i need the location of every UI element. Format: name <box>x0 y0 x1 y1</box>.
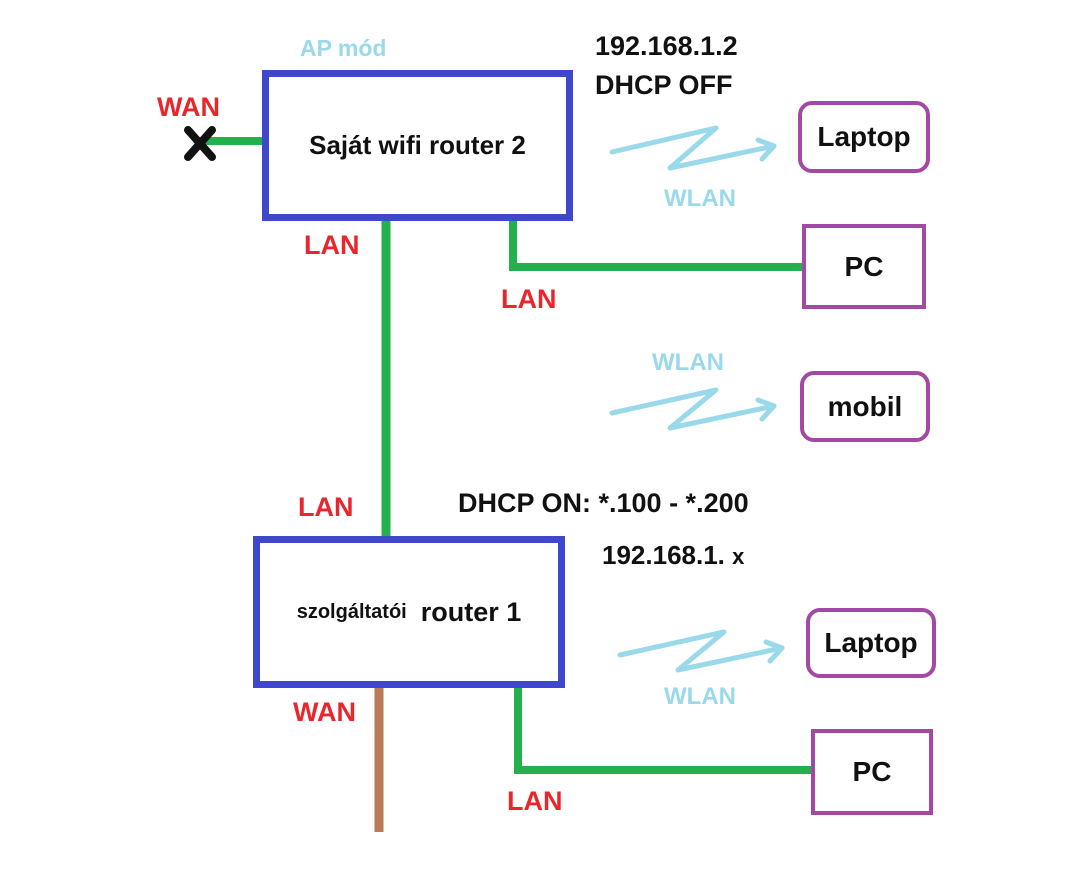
router1-ip-suffix: x <box>732 544 745 569</box>
router2-wlan-label: WLAN <box>664 185 736 212</box>
router1-laptop-node: Laptop <box>806 608 936 678</box>
router1-wlan-label: WLAN <box>664 683 736 710</box>
router1-pc-label: PC <box>852 756 892 787</box>
router1-box: szolgáltatói router 1 <box>253 536 565 688</box>
router1-pc-node: PC <box>811 729 933 815</box>
router1-lan-label-pc: LAN <box>507 786 563 816</box>
router1-pc-lan-cable <box>514 686 813 774</box>
wlan-signal-icon-router2 <box>609 125 777 171</box>
router2-wan-label: WAN <box>157 92 220 122</box>
router2-pc-node: PC <box>802 224 926 309</box>
router1-ip: 192.168.1. x <box>602 542 744 568</box>
router1-title-prefix: szolgáltatói <box>296 600 407 623</box>
mobil-wlan-label: WLAN <box>652 349 724 376</box>
router1-title-main: router 1 <box>420 596 522 627</box>
router2-pc-label: PC <box>844 250 884 282</box>
wlan-signal-icon-router1 <box>617 629 785 673</box>
router2-pc-lan-cable <box>509 218 805 271</box>
router2-ip: 192.168.1.2 <box>595 31 738 61</box>
mobil-node: mobil <box>800 371 930 442</box>
router1-ip-prefix: 192.168.1. <box>602 540 725 570</box>
router1-laptop-label: Laptop <box>824 627 918 658</box>
router1-dhcp-status: DHCP ON: *.100 - *.200 <box>458 488 749 518</box>
disconnected-x-icon <box>184 126 216 161</box>
router1-wan-label: WAN <box>293 697 356 727</box>
router2-dhcp-status: DHCP OFF <box>595 70 733 100</box>
router2-laptop-node: Laptop <box>798 101 930 173</box>
mobil-label: mobil <box>827 390 903 422</box>
router2-mode-label: AP mód <box>300 35 387 61</box>
router2-lan-label-down: LAN <box>304 230 360 260</box>
wlan-signal-icon-mobil <box>609 387 777 431</box>
router2-box: Saját wifi router 2 <box>262 70 573 221</box>
router2-laptop-label: Laptop <box>817 121 911 152</box>
router2-lan-label-pc: LAN <box>501 284 557 314</box>
router1-lan-label-up: LAN <box>298 492 354 522</box>
router2-title: Saját wifi router 2 <box>309 130 526 160</box>
